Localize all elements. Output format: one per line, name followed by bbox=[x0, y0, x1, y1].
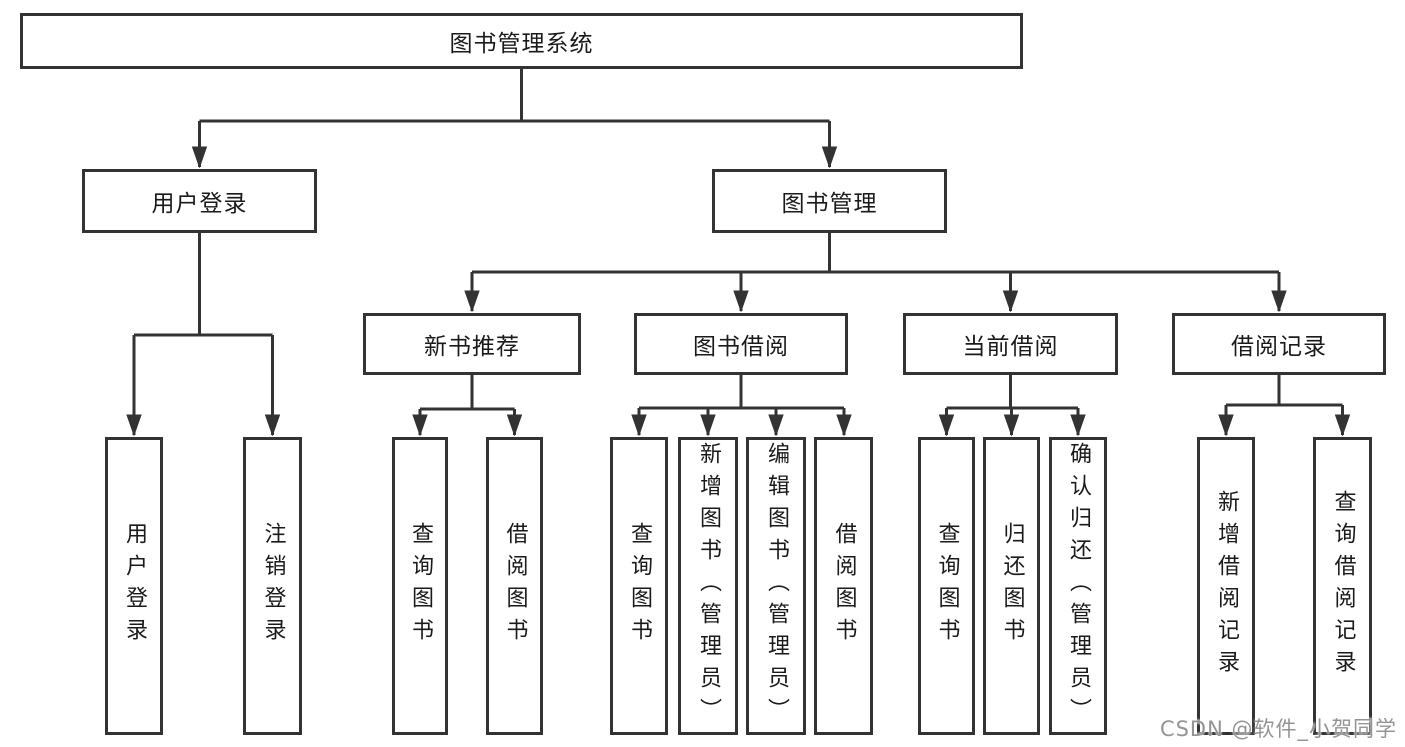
leaf-logout: 注销登录 bbox=[243, 437, 302, 735]
csdn-watermark: CSDN @软件_小贺同学 bbox=[1159, 717, 1397, 741]
edge-current-borrow-children bbox=[946, 375, 1078, 410]
leaf-return-book: 归还图书 bbox=[983, 437, 1040, 735]
leaf-confirm-return-admin: 确认归还（管理员） bbox=[1049, 437, 1107, 735]
leaf-user-login: 用户登录 bbox=[105, 437, 163, 735]
leaf-add-book-admin: 新增图书（管理员） bbox=[678, 437, 738, 735]
leaf-borrow-book-2: 借阅图书 bbox=[814, 437, 873, 735]
leaf-query-book-1: 查询图书 bbox=[392, 437, 448, 735]
edge-book-management-level3 bbox=[472, 233, 1279, 274]
node-new-book-recommend: 新书推荐 bbox=[363, 313, 581, 375]
leaf-query-book-2: 查询图书 bbox=[610, 437, 668, 735]
leaf-query-book-3: 查询图书 bbox=[918, 437, 975, 735]
node-current-borrow: 当前借阅 bbox=[903, 313, 1118, 375]
node-book-management: 图书管理 bbox=[712, 169, 947, 233]
node-user-login: 用户登录 bbox=[82, 169, 317, 233]
node-borrow-records: 借阅记录 bbox=[1172, 313, 1386, 375]
node-root: 图书管理系统 bbox=[20, 13, 1023, 69]
leaf-add-borrow-record: 新增借阅记录 bbox=[1197, 437, 1255, 735]
leaf-borrow-book-1: 借阅图书 bbox=[486, 437, 543, 735]
edge-book-borrow-children bbox=[639, 375, 844, 410]
edge-root-level2 bbox=[199, 69, 830, 123]
edge-user-login-children bbox=[134, 233, 273, 337]
leaf-edit-book-admin: 编辑图书（管理员） bbox=[746, 437, 806, 735]
edge-borrow-records-children bbox=[1226, 375, 1343, 407]
node-book-borrow: 图书借阅 bbox=[634, 313, 848, 375]
leaf-query-borrow-record: 查询借阅记录 bbox=[1313, 437, 1372, 735]
edge-new-book-children bbox=[420, 375, 515, 411]
